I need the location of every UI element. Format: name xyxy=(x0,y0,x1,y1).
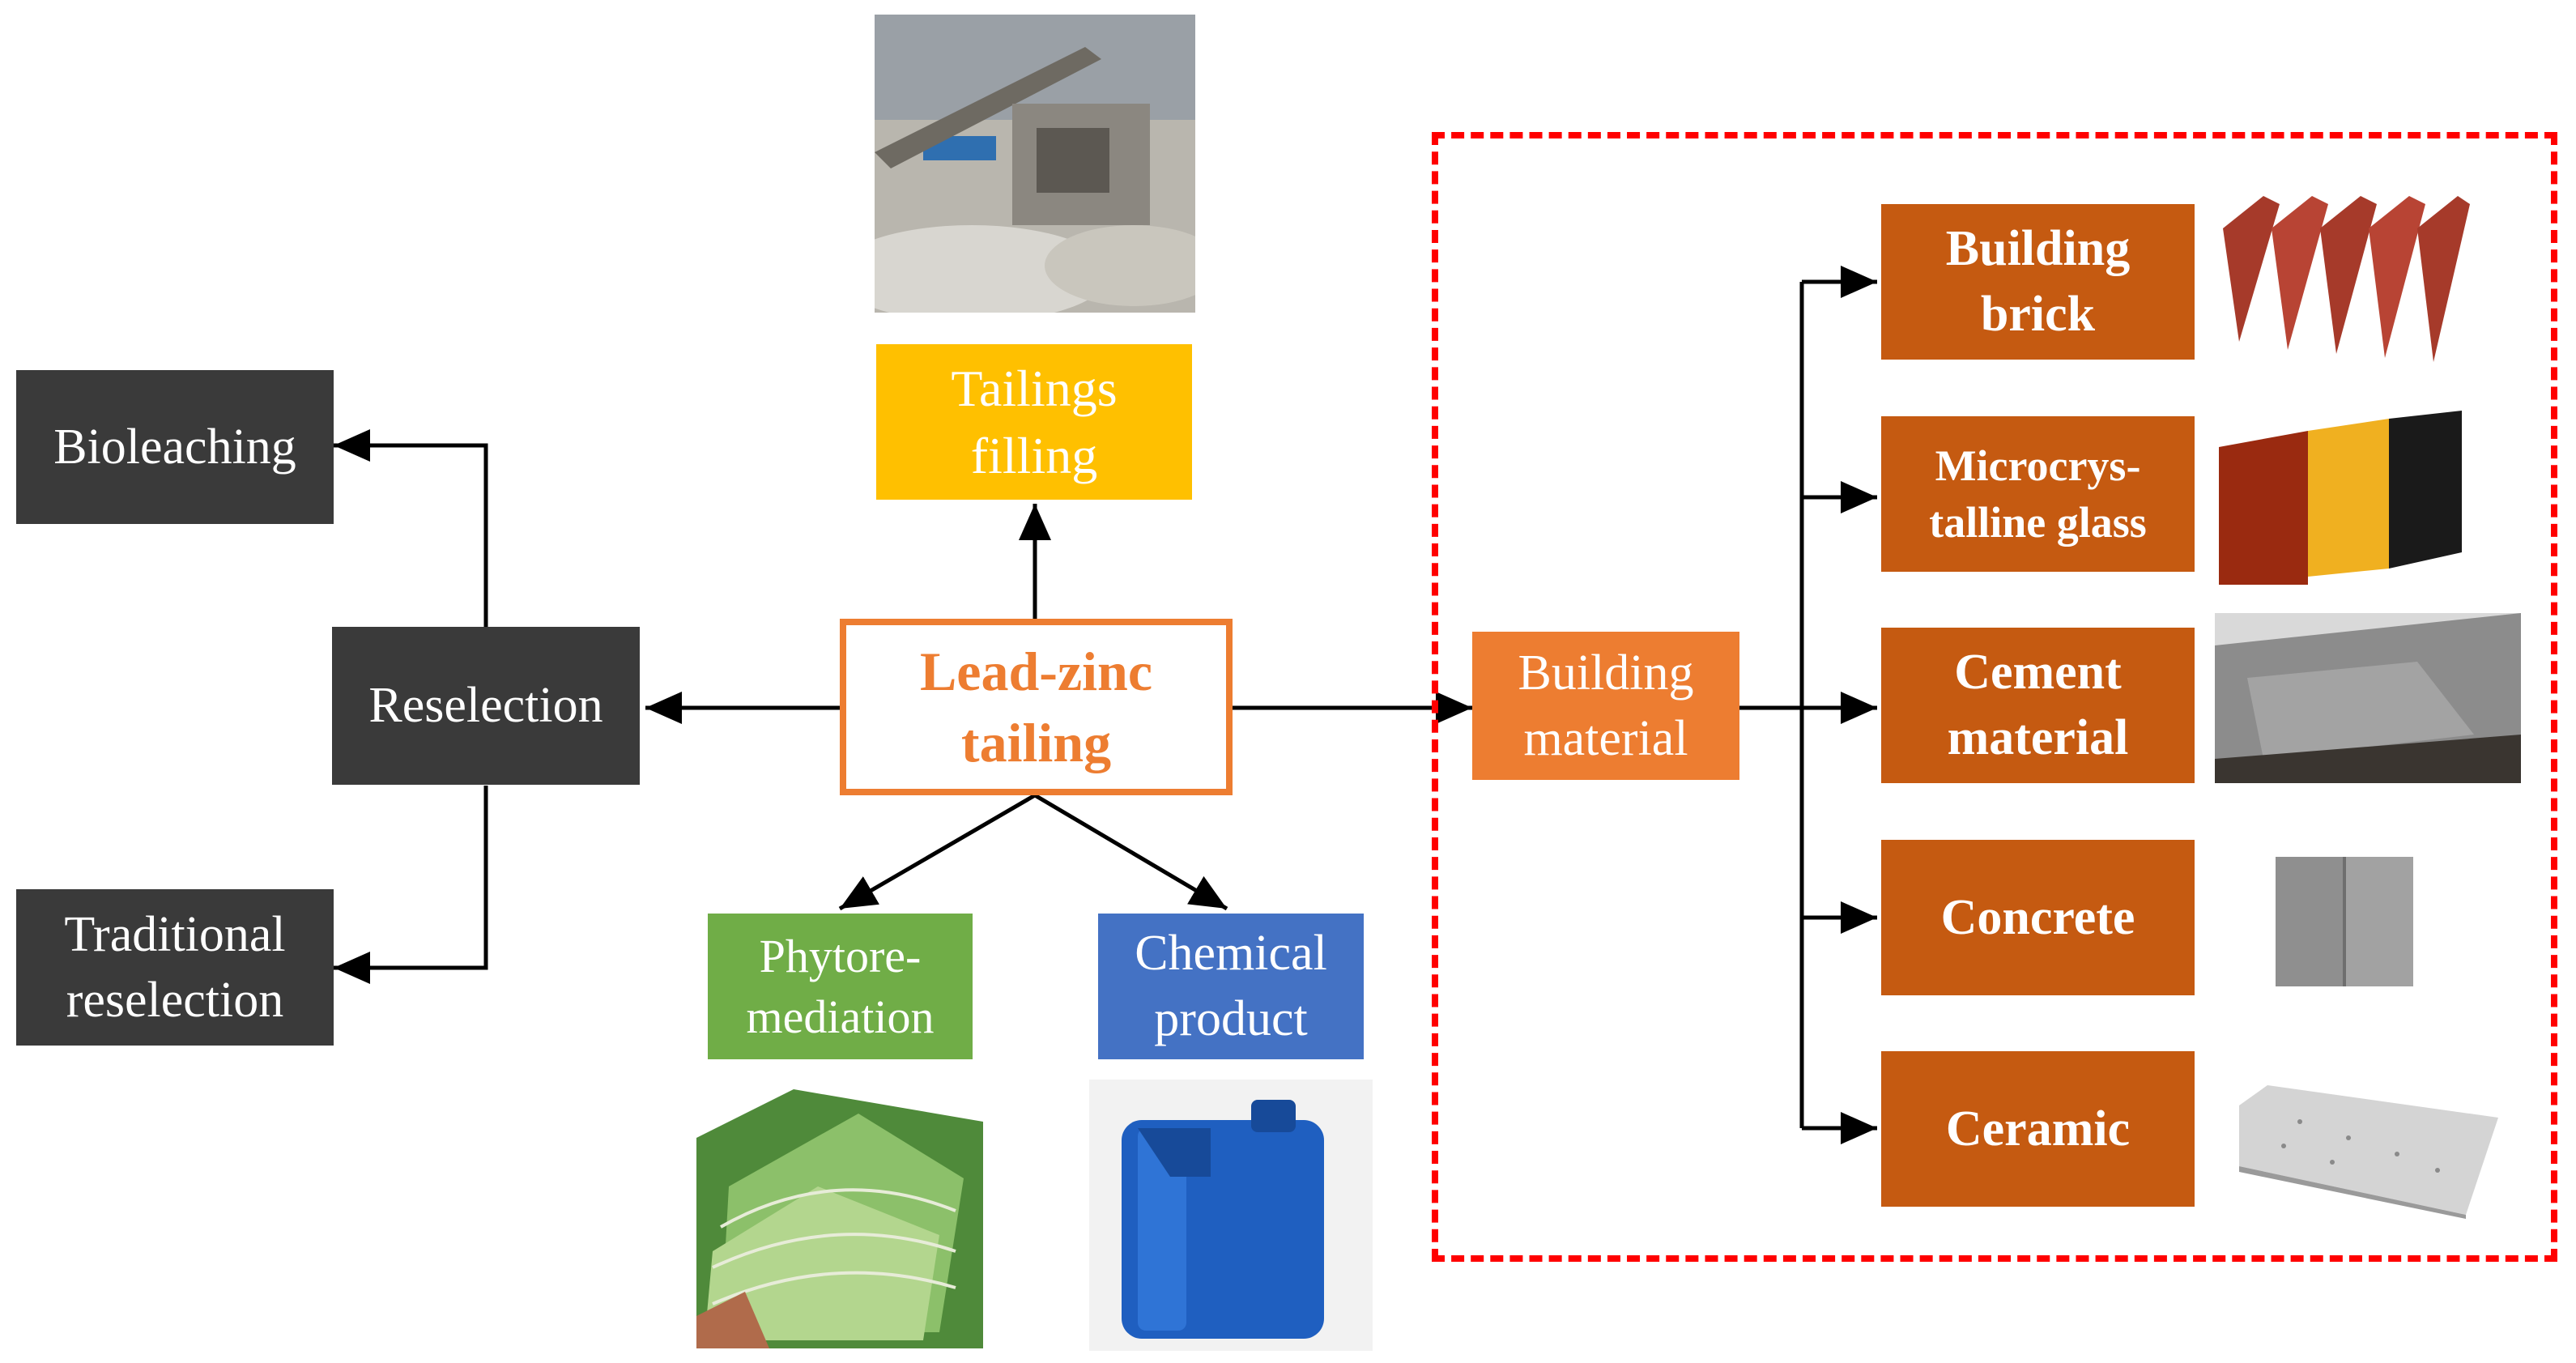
concrete-label: Concrete xyxy=(1940,889,2135,945)
traditional-reselection-box: Traditional reselection xyxy=(16,889,334,1046)
phytoremediation-label: Phytore- mediation xyxy=(746,929,935,1043)
concrete-box: Concrete xyxy=(1881,840,2195,995)
blue-chemical-jerrycan-photo xyxy=(1089,1080,1373,1351)
building-material-group-frame xyxy=(1432,132,2557,1262)
building-brick-photo xyxy=(2215,180,2474,374)
microcrystalline-glass-box: Microcrys- talline glass xyxy=(1881,416,2195,572)
chemical-product-box: Chemical product xyxy=(1098,914,1364,1059)
arrow-to-traditional-reselection xyxy=(334,786,488,984)
chemical-product-label: Chemical product xyxy=(1135,926,1327,1046)
bioleaching-box: Bioleaching xyxy=(16,370,334,524)
bioleaching-label: Bioleaching xyxy=(53,419,296,475)
building-brick-label: Building brick xyxy=(1945,221,2131,342)
traditional-reselection-label: Traditional reselection xyxy=(64,906,286,1028)
lead-zinc-tailing-label: Lead-zinc tailing xyxy=(919,640,1153,773)
reselection-label: Reselection xyxy=(368,678,603,734)
tailings-filling-label: Tailings filling xyxy=(951,359,1118,484)
arrow-to-chemical-product xyxy=(1033,793,1228,911)
concrete-block-photo xyxy=(2267,841,2421,995)
cement-material-photo xyxy=(2215,613,2521,783)
cement-material-box: Cement material xyxy=(1881,628,2195,783)
ceramic-label: Ceramic xyxy=(1945,1101,2131,1156)
reselection-box: Reselection xyxy=(332,627,640,785)
microcrystalline-glass-photo xyxy=(2219,407,2470,585)
crusher-photo xyxy=(875,15,1195,313)
microcrystalline-glass-label: Microcrys- talline glass xyxy=(1929,441,2147,547)
revegetated-slope-photo xyxy=(696,1089,983,1348)
phytoremediation-box: Phytore- mediation xyxy=(708,914,973,1059)
building-brick-box: Building brick xyxy=(1881,204,2195,360)
arrow-to-bioleaching xyxy=(334,429,488,627)
building-material-label: Building material xyxy=(1518,645,1694,766)
cement-material-label: Cement material xyxy=(1947,645,2129,765)
tailings-filling-box: Tailings filling xyxy=(876,344,1192,500)
building-material-box: Building material xyxy=(1472,632,1739,780)
arrow-to-phytoremediation xyxy=(838,793,1037,911)
ceramic-box: Ceramic xyxy=(1881,1051,2195,1207)
lead-zinc-tailing-box: Lead-zinc tailing xyxy=(840,619,1233,795)
ceramic-tile-photo xyxy=(2235,1081,2502,1219)
